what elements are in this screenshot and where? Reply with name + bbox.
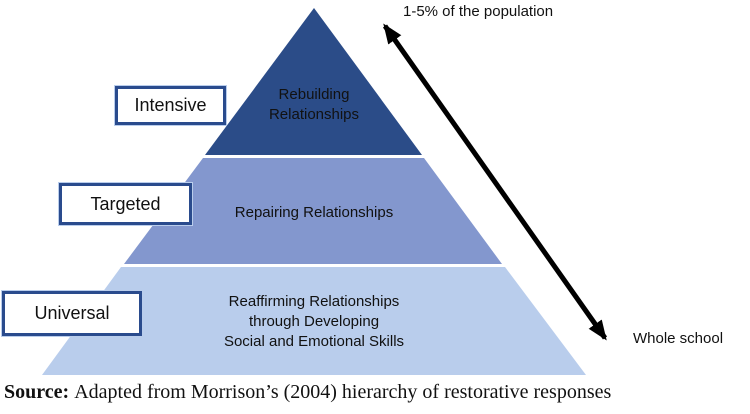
arrow-top-annotation: 1-5% of the population: [403, 3, 554, 20]
tier-text-line: Rebuilding: [278, 86, 350, 103]
source-note: Source:Adapted from Morrison’s (2004) hi…: [4, 381, 611, 404]
tier-intensive-text: Rebuilding Relationships: [214, 85, 414, 125]
label-box-text: Intensive: [134, 95, 207, 115]
pyramid-tier-intensive: [205, 8, 422, 155]
arrow-bottom-annotation: Whole school: [633, 330, 724, 347]
label-box-targeted: Targeted: [59, 183, 192, 225]
tier-text-line: through Developing: [248, 313, 380, 330]
label-box-universal: Universal: [2, 291, 142, 336]
label-box-intensive: Intensive: [115, 86, 226, 125]
label-box-text: Universal: [34, 303, 110, 323]
source-label: Source:: [4, 381, 70, 403]
tier-text-line: Relationships: [268, 106, 360, 123]
tier-universal-text: Reaffirming Relationships through Develo…: [164, 292, 464, 352]
tier-targeted-text: Repairing Relationships: [189, 203, 439, 223]
source-text: Adapted from Morrison’s (2004) hierarchy…: [74, 381, 612, 403]
tier-text-line: Repairing Relationships: [234, 204, 394, 221]
population-scale-arrow: [382, 23, 608, 341]
label-box-text: Targeted: [90, 193, 161, 214]
tier-text-line: Social and Emotional Skills: [223, 333, 405, 350]
tier-text-line: Reaffirming Relationships: [228, 293, 400, 310]
